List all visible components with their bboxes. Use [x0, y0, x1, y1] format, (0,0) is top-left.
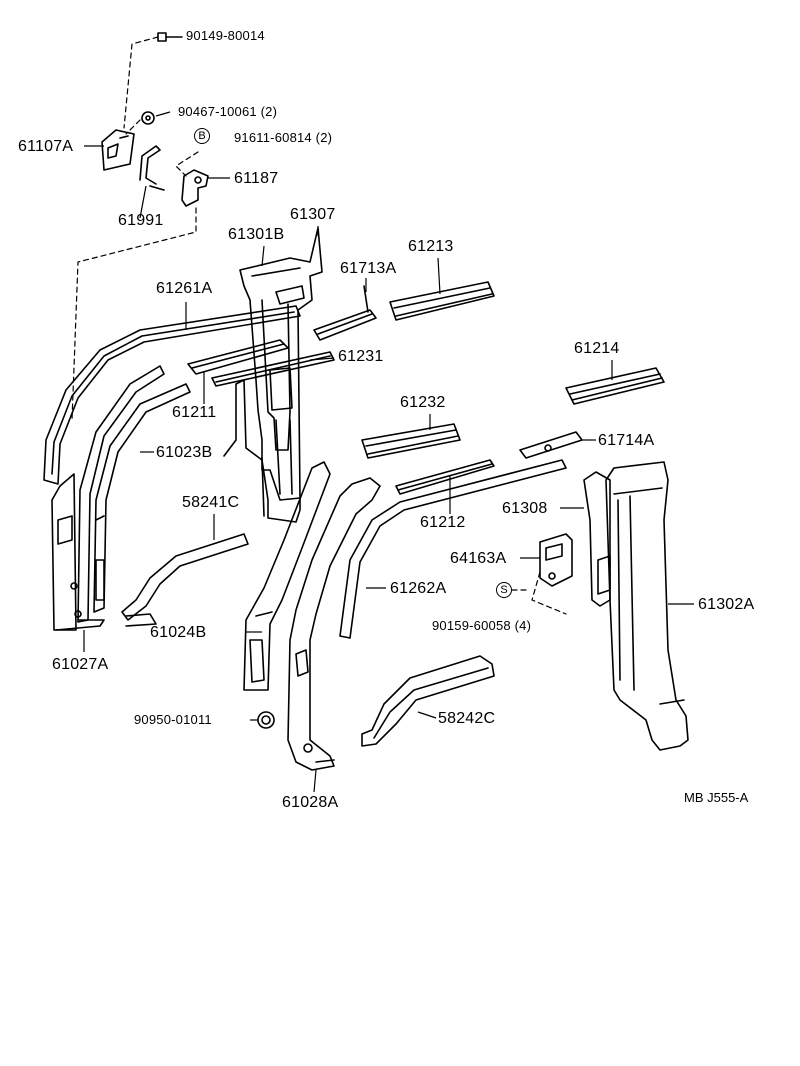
- label-61028a: 61028A: [282, 794, 339, 811]
- bracket-61187: [181, 169, 209, 207]
- label-61213: 61213: [408, 238, 454, 255]
- label-58242c: 58242C: [438, 710, 496, 727]
- label-61301b: 61301B: [228, 226, 285, 243]
- label-61187: 61187: [234, 170, 279, 187]
- rail-61231: [211, 351, 335, 387]
- label-61261a: 61261A: [156, 280, 213, 297]
- label-61308: 61308: [502, 500, 548, 517]
- rail-61212: [395, 459, 495, 495]
- label-61302a: 61302A: [698, 596, 755, 613]
- rail-61261a: [43, 305, 301, 485]
- label-61232: 61232: [400, 394, 446, 411]
- label-64163a: 64163A: [450, 550, 507, 567]
- bracket-61714a: [519, 431, 583, 459]
- symbol-s: S: [496, 582, 512, 598]
- bracket-61991: [139, 145, 165, 191]
- label-91611-60814: 91611-60814 (2): [234, 130, 333, 145]
- rail-61262a: [339, 459, 567, 639]
- label-61024b: 61024B: [150, 624, 207, 641]
- nut-90467: [141, 111, 155, 125]
- rail-61211: [187, 339, 289, 375]
- label-90467-10061: 90467-10061 (2): [178, 104, 278, 119]
- pillar-61023b: [77, 365, 191, 623]
- panel-61027a: [51, 473, 105, 631]
- label-61107a: 61107A: [18, 138, 74, 155]
- label-61262a: 61262A: [390, 580, 447, 597]
- arch-58242c: [361, 655, 495, 747]
- rail-61213: [389, 281, 495, 321]
- rail-61232: [361, 423, 461, 459]
- label-61231: 61231: [338, 348, 384, 365]
- drawing-code: MB J555-A: [684, 790, 749, 805]
- label-61212: 61212: [420, 514, 466, 531]
- label-61307: 61307: [290, 206, 336, 223]
- label-61027a: 61027A: [52, 656, 109, 673]
- rail-61713a: [313, 285, 377, 341]
- label-90149-80014: 90149-80014: [186, 28, 265, 43]
- bracket-61107a: [101, 129, 135, 171]
- label-61714a: 61714A: [598, 432, 655, 449]
- panel-lower-center: [223, 379, 301, 523]
- label-61214: 61214: [574, 340, 620, 357]
- screw-90149: [157, 32, 183, 42]
- label-61023b: 61023B: [156, 444, 213, 461]
- pillar-61024b: [243, 461, 331, 691]
- pillar-61301b-61307: [239, 227, 323, 501]
- label-58241c: 58241C: [182, 494, 240, 511]
- label-90950-01011: 90950-01011: [134, 712, 212, 727]
- symbol-b: B: [194, 128, 210, 144]
- grommet-90950: [257, 711, 275, 729]
- label-90159-60058: 90159-60058 (4): [432, 618, 532, 633]
- pillar-61028a: [287, 477, 381, 771]
- panel-61302a: [605, 461, 689, 751]
- label-61211: 61211: [172, 404, 217, 421]
- rail-61214: [565, 367, 665, 405]
- bracket-64163a: [539, 533, 573, 587]
- label-61713a: 61713A: [340, 260, 397, 277]
- dashed-leaders: [71, 36, 567, 615]
- label-61991: 61991: [118, 212, 164, 229]
- arch-58241c: [121, 533, 249, 627]
